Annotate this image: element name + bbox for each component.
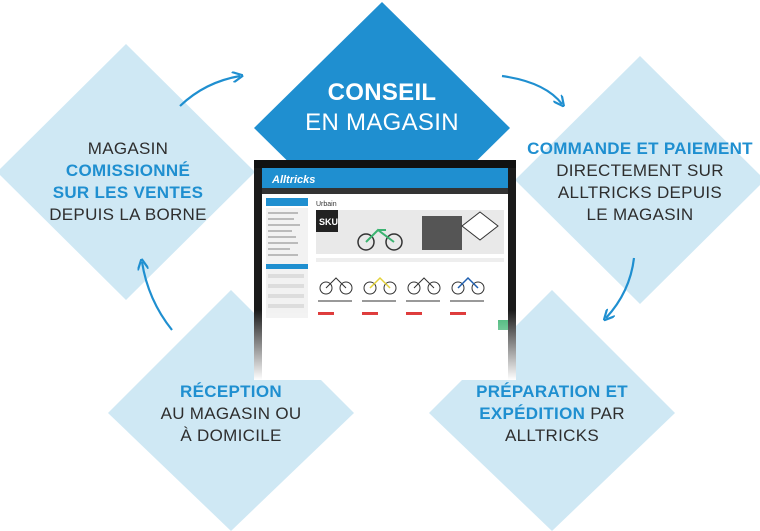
step-commande-line2: DIRECTEMENT SUR [556, 161, 724, 180]
step-conseil-en-magasin: CONSEIL EN MAGASIN [272, 78, 492, 138]
step-preparation-expedition: PRÉPARATION ET EXPÉDITION PAR ALLTRICKS [442, 381, 662, 447]
step-reception-line2: AU MAGASIN OU [160, 404, 302, 423]
diamond-bottom-left-shape [108, 290, 354, 531]
step-magasin-line2: COMISSIONNÉ [65, 161, 191, 180]
arrow-left-to-top [179, 76, 240, 107]
step-reception-line1: RÉCEPTION [180, 382, 282, 401]
step-magasin-line1: MAGASIN [87, 139, 169, 158]
arrow-bottomleft-to-left [142, 262, 173, 331]
arrow-top-to-right [501, 74, 562, 104]
website-screenshot: Alltricks Urbain SKU [254, 160, 516, 380]
diamond-left-shape [0, 44, 255, 300]
category-title: Urbain [316, 201, 337, 208]
diamond-bottom-right-shape [429, 290, 675, 531]
banner-text: SKU [319, 217, 338, 227]
step-conseil-line1: CONSEIL [327, 79, 437, 106]
arrow-right-to-bottomright [606, 257, 636, 318]
step-commande-paiement: COMMANDE ET PAIEMENT DIRECTEMENT SUR ALL… [520, 138, 760, 226]
step-preparation-line2: EXPÉDITION PAR [442, 403, 662, 425]
step-conseil-line2: EN MAGASIN [305, 109, 459, 136]
step-preparation-line2-rest: PAR [585, 404, 625, 423]
step-commande-line1: COMMANDE ET PAIEMENT [527, 139, 753, 158]
step-reception-line3: À DOMICILE [180, 426, 282, 445]
step-magasin-comissionne: MAGASIN COMISSIONNÉ SUR LES VENTES DEPUI… [14, 138, 242, 226]
step-commande-line3: ALLTRICKS DEPUIS [557, 183, 723, 202]
site-logo: Alltricks [271, 174, 315, 186]
step-preparation-line3: ALLTRICKS [504, 426, 600, 445]
step-reception: RÉCEPTION AU MAGASIN OU À DOMICILE [121, 381, 341, 447]
step-commande-line4: LE MAGASIN [586, 205, 694, 224]
step-preparation-line1: PRÉPARATION ET [476, 382, 628, 401]
step-magasin-line4: DEPUIS LA BORNE [49, 205, 207, 224]
step-magasin-line3: SUR LES VENTES [52, 183, 204, 202]
diamond-right-shape [515, 56, 760, 304]
step-preparation-line2-bold: EXPÉDITION [479, 404, 586, 423]
